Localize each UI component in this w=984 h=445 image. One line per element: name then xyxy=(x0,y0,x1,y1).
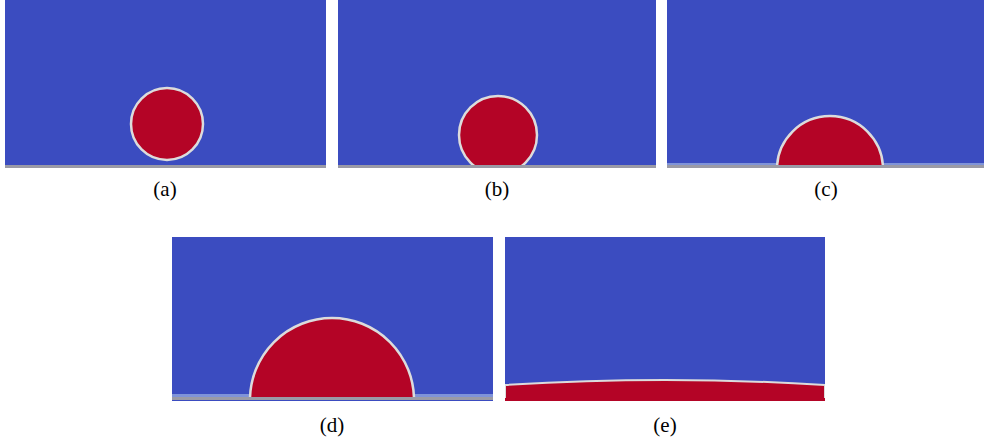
panel-label: (c) xyxy=(814,177,837,202)
panel-label: (e) xyxy=(653,413,676,438)
droplet-panel xyxy=(667,0,984,168)
droplet-panel xyxy=(5,0,326,168)
panel-label: (a) xyxy=(153,177,176,202)
droplet-panel xyxy=(172,237,493,401)
panel-label: (b) xyxy=(485,177,510,202)
panel-label: (d) xyxy=(320,413,345,438)
droplet-panel xyxy=(505,237,825,401)
droplet-panel xyxy=(338,0,656,168)
